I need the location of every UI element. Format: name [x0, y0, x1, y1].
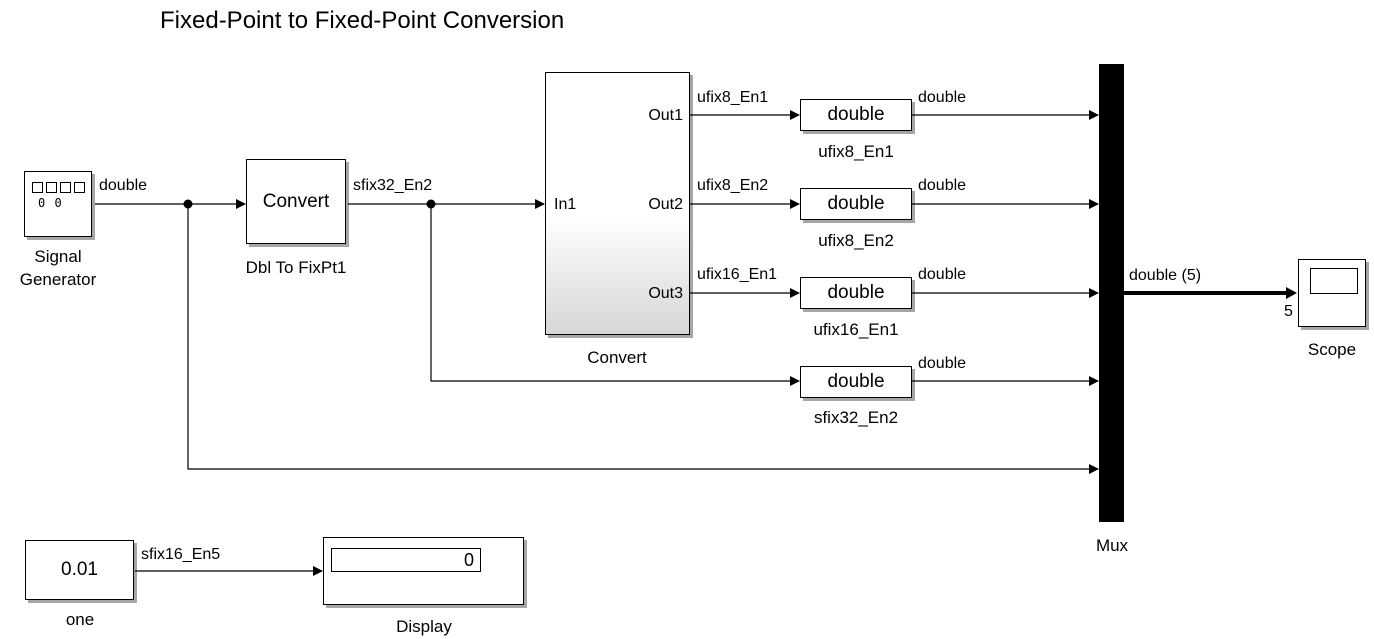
dtc-block-ufix8-en2[interactable]: double — [800, 188, 912, 220]
constant-block[interactable]: 0.01 — [25, 540, 134, 600]
signal-label-dtc1-out: double — [918, 89, 967, 106]
convert-subsystem-label: Convert — [587, 348, 647, 367]
dtc-label-sfix32-en2: sfix32_En2 — [813, 408, 899, 427]
line-branch-to-dtc4 — [430, 204, 800, 386]
signal-label-out3: ufix16_En1 — [697, 266, 778, 283]
constant-label: one — [65, 610, 95, 629]
dtc-label-ufix8-en1: ufix8_En1 — [818, 142, 894, 161]
branch-point-1 — [183, 199, 193, 209]
signal-label-out1: ufix8_En1 — [697, 89, 769, 106]
port-out1: Out1 — [648, 107, 683, 124]
convert-subsystem-block[interactable]: In1 Out1 Out2 Out3 — [545, 72, 690, 335]
signal-label-sfix32: sfix32_En2 — [353, 177, 433, 194]
dbl-to-fixpt1-label: Dbl To FixPt1 — [245, 258, 347, 277]
scope-port-count: 5 — [1284, 303, 1293, 320]
display-value-field: 0 — [331, 548, 481, 572]
scope-screen-icon — [1310, 268, 1358, 294]
scope-block[interactable] — [1298, 259, 1366, 327]
mux-block[interactable] — [1099, 64, 1124, 522]
display-label: Display — [396, 617, 452, 636]
model-title: Fixed-Point to Fixed-Point Conversion — [160, 7, 565, 34]
dtc-block-sfix32-en2[interactable]: double — [800, 366, 912, 398]
signal-generator-label: Signal Generator — [19, 247, 97, 289]
dbl-to-fixpt1-block[interactable]: Convert — [246, 159, 346, 244]
scope-label: Scope — [1307, 340, 1357, 359]
dtc-block-ufix16-en1[interactable]: double — [800, 277, 912, 309]
signal-label-dtc4-out: double — [918, 355, 967, 372]
signal-label-out2: ufix8_En2 — [697, 177, 769, 194]
signal-generator-block[interactable]: 0 0 — [24, 171, 92, 237]
port-in1: In1 — [554, 196, 577, 213]
signal-label-dtc2-out: double — [918, 177, 967, 194]
dtc-label-ufix8-en2: ufix8_En2 — [818, 231, 894, 250]
display-block[interactable]: 0 — [323, 537, 524, 605]
dtc-block-ufix8-en1[interactable]: double — [800, 99, 912, 131]
line-siggen-to-mux — [187, 204, 1099, 474]
branch-point-2 — [426, 199, 436, 209]
signal-label-const: sfix16_En5 — [141, 546, 221, 563]
waveform-icon: 0 0 — [32, 182, 85, 211]
signal-label-mux-out: double (5) — [1129, 267, 1202, 284]
port-out3: Out3 — [648, 285, 683, 302]
dtc-label-ufix16-en1: ufix16_En1 — [813, 320, 899, 339]
port-out2: Out2 — [648, 196, 683, 213]
mux-label: Mux — [1095, 536, 1129, 555]
signal-label-siggen: double — [99, 177, 148, 194]
signal-label-dtc3-out: double — [918, 266, 967, 283]
